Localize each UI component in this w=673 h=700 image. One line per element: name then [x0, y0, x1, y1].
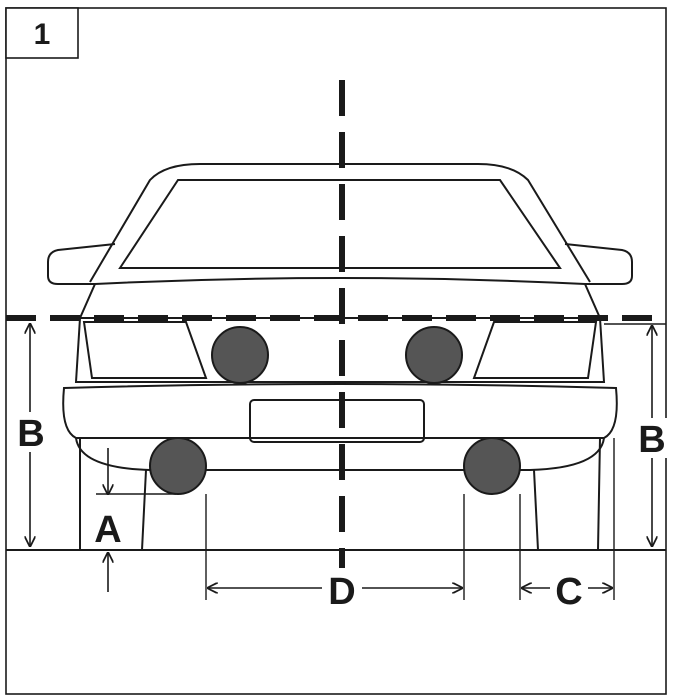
label-d: D [328, 571, 355, 613]
left-mirror [47, 243, 116, 285]
right-headlamp [472, 321, 598, 379]
left-headlamp [82, 321, 208, 379]
right-mirror [564, 243, 633, 285]
left-wheel [79, 438, 147, 551]
right-wheel [533, 437, 601, 551]
label-c: C [555, 571, 582, 613]
figure-number-box: 1 [5, 7, 79, 59]
left-fog-lamp [149, 437, 207, 495]
label-b-right: B [638, 419, 665, 461]
right-fog-lamp [463, 437, 521, 495]
left-auxiliary-lamp [211, 326, 269, 384]
grille-band [74, 317, 606, 383]
dimension-b-right: B [604, 323, 668, 546]
bumper [62, 383, 618, 439]
dimension-a: A [88, 448, 176, 592]
figure-number: 1 [34, 18, 51, 51]
label-b-left: B [17, 413, 44, 455]
dimension-c: C [519, 438, 615, 613]
dimension-d: D [205, 494, 465, 613]
figure-border [5, 7, 667, 695]
license-plate [249, 399, 425, 443]
windshield [118, 179, 562, 269]
right-auxiliary-lamp [405, 326, 463, 384]
hood [78, 277, 602, 319]
label-a: A [94, 509, 121, 551]
dimension-b-left: B [14, 324, 48, 546]
